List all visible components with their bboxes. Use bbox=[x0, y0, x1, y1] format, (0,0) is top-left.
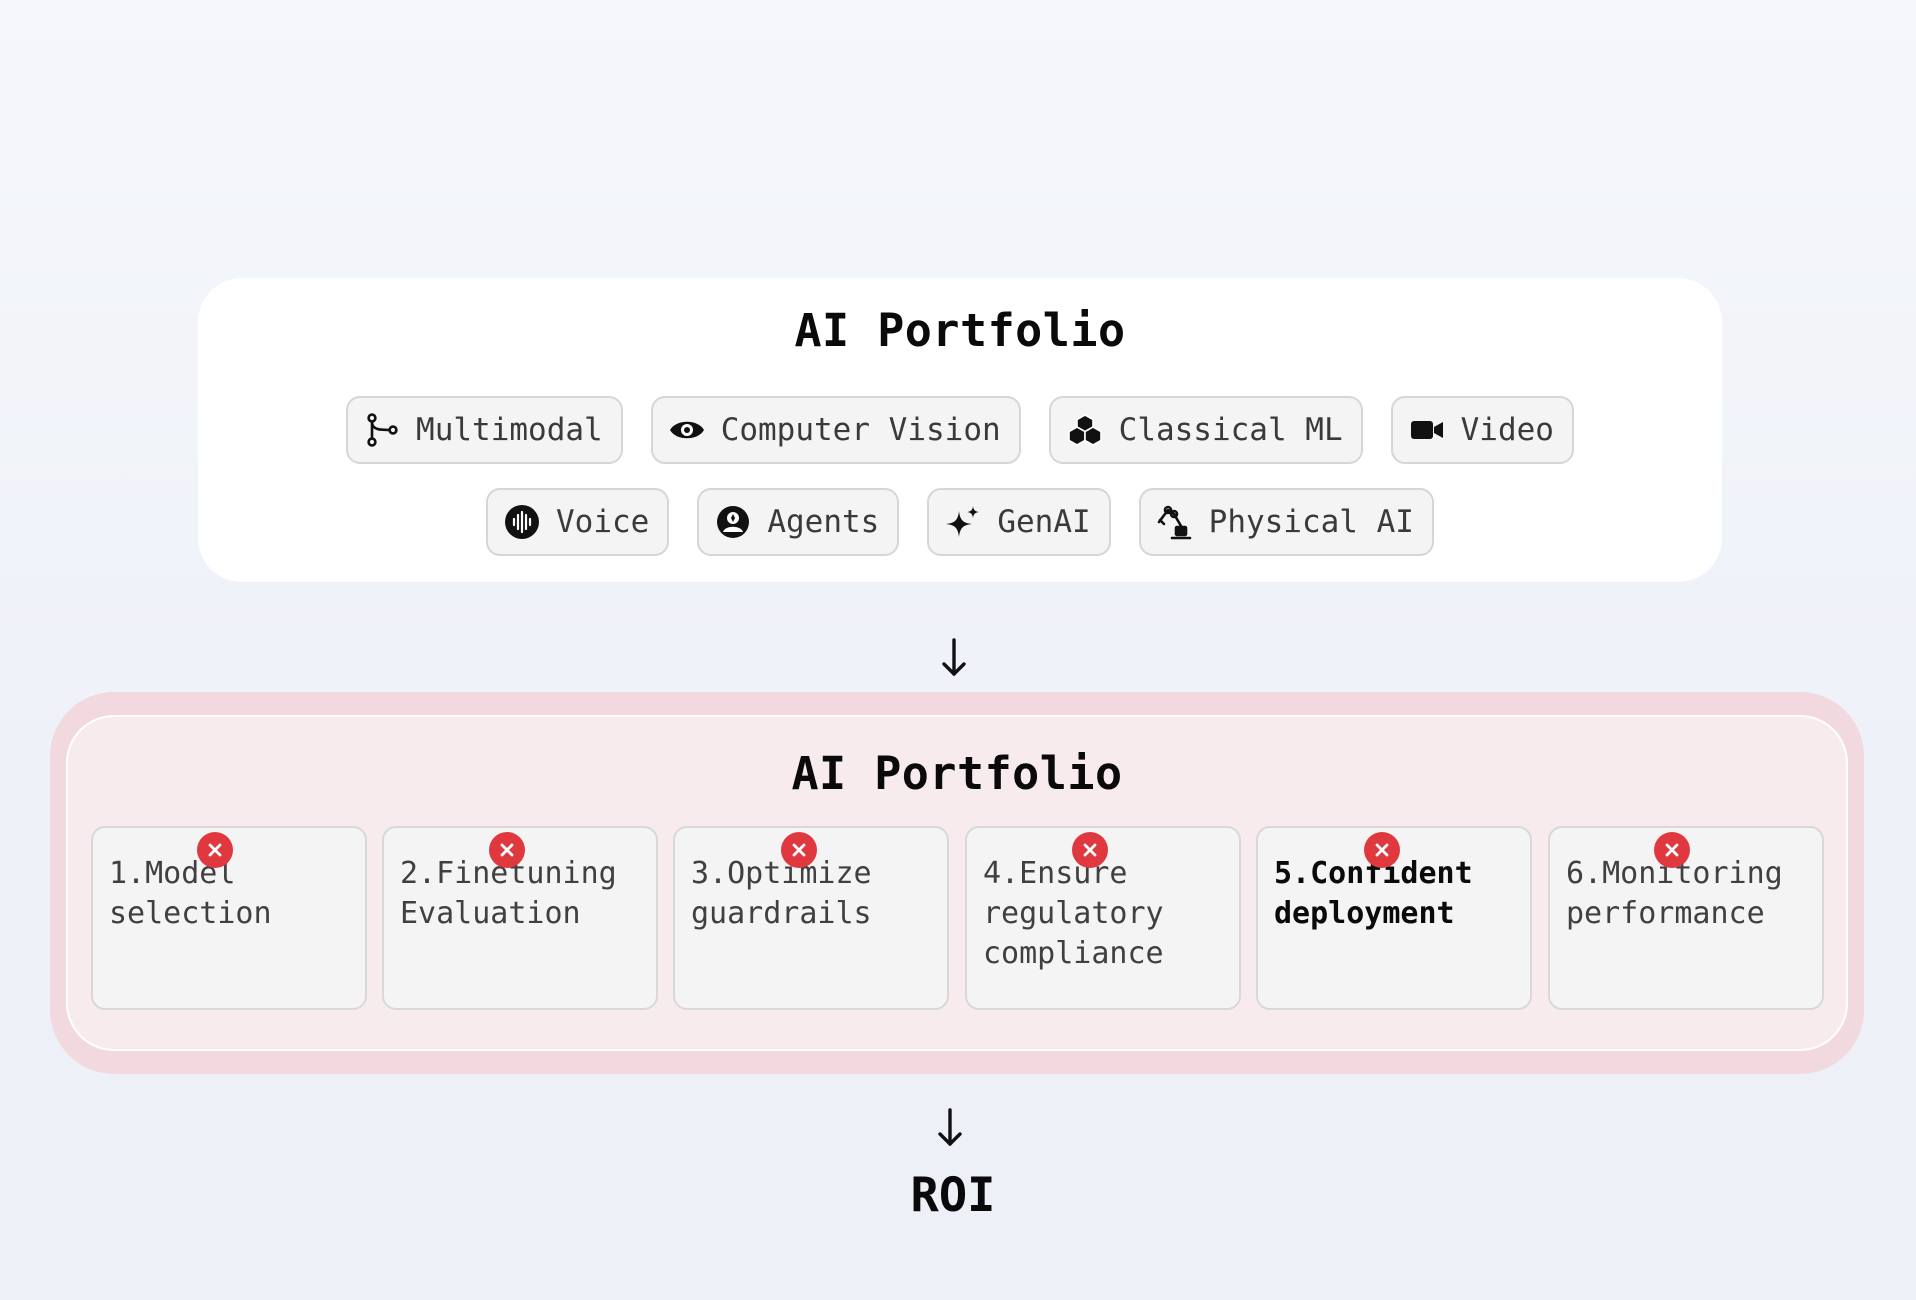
chip-computer-vision[interactable]: Computer Vision bbox=[650, 396, 1021, 464]
chip-label: GenAI bbox=[997, 504, 1091, 540]
chip-label: Computer Vision bbox=[720, 412, 1001, 448]
agent-face-icon bbox=[715, 504, 751, 540]
video-camera-icon bbox=[1409, 412, 1445, 448]
step-label: 6.Monitoring performance bbox=[1566, 856, 1783, 931]
chip-agents[interactable]: Agents bbox=[697, 488, 900, 556]
chip-row-2: Voice Agents GenAI bbox=[198, 488, 1722, 556]
chip-physical-ai[interactable]: Physical AI bbox=[1138, 488, 1434, 556]
error-x-icon bbox=[781, 832, 817, 868]
error-x-icon bbox=[489, 832, 525, 868]
chip-classical-ml[interactable]: Classical ML bbox=[1048, 396, 1363, 464]
eye-icon bbox=[669, 412, 705, 448]
chip-label: Multimodal bbox=[416, 412, 603, 448]
step-card-optimize-guardrails[interactable]: 3.Optimize guardrails bbox=[673, 826, 949, 1010]
branch-icon bbox=[364, 412, 400, 448]
cubes-icon bbox=[1067, 412, 1103, 448]
step-label: 2.Finetuning Evaluation bbox=[400, 856, 617, 931]
robot-arm-icon bbox=[1157, 504, 1193, 540]
chip-genai[interactable]: GenAI bbox=[927, 488, 1111, 556]
down-arrow-icon bbox=[942, 638, 966, 676]
sparkle-icon bbox=[945, 504, 981, 540]
chip-voice[interactable]: Voice bbox=[486, 488, 670, 556]
chip-label: Video bbox=[1460, 412, 1554, 448]
error-x-icon bbox=[197, 832, 233, 868]
roi-label: ROI bbox=[910, 1168, 996, 1223]
error-x-icon bbox=[1654, 832, 1690, 868]
error-x-icon bbox=[1072, 832, 1108, 868]
chip-multimodal[interactable]: Multimodal bbox=[346, 396, 623, 464]
step-label: 3.Optimize guardrails bbox=[691, 856, 872, 931]
lifecycle-title: AI Portfolio bbox=[791, 747, 1123, 800]
step-label: 1.Model selection bbox=[109, 856, 272, 931]
down-arrow-icon bbox=[938, 1108, 962, 1146]
chip-label: Physical AI bbox=[1208, 504, 1414, 540]
error-x-icon bbox=[1364, 832, 1400, 868]
chip-video[interactable]: Video bbox=[1390, 396, 1574, 464]
chip-label: Classical ML bbox=[1118, 412, 1343, 448]
waveform-icon bbox=[504, 504, 540, 540]
chip-label: Agents bbox=[767, 504, 880, 540]
step-label: 4.Ensure regulatory compliance bbox=[983, 856, 1164, 971]
portfolio-title: AI Portfolio bbox=[794, 304, 1126, 357]
chip-label: Voice bbox=[556, 504, 650, 540]
step-label: 5.Confident deployment bbox=[1274, 856, 1473, 931]
chip-row-1: Multimodal Computer Vision Classical M bbox=[198, 396, 1722, 464]
ai-portfolio-card: AI Portfolio Multimodal bbox=[198, 278, 1722, 582]
